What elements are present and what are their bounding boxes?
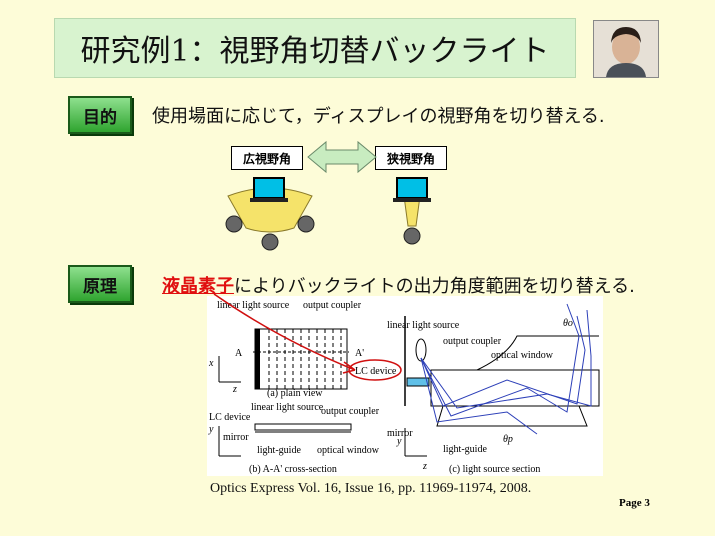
lc-element-highlight: 液晶素子: [162, 276, 234, 297]
person-photo-icon: [594, 21, 658, 77]
page-title: 研究例1：視野角切替バックライト: [54, 18, 576, 78]
principle-rest: によりバックライトの出力角度範囲を切り替える.: [234, 276, 635, 297]
label-theta-p: θp: [503, 434, 513, 445]
label-optical-window-b: optical window: [317, 445, 380, 456]
light-source-panel: [404, 303, 600, 457]
label-linear-light-source-c: linear light source: [387, 320, 460, 331]
label-light-guide-c: light-guide: [443, 444, 487, 455]
wide-view-scene: [225, 177, 315, 251]
author-photo: [593, 20, 659, 78]
label-lc-device-b: LC device: [209, 412, 251, 423]
narrow-view-label: 狭視野角: [375, 146, 447, 170]
label-z-axis-c: z: [422, 461, 427, 472]
label-x-axis: x: [208, 358, 214, 369]
label-output-coupler-c: output coupler: [443, 336, 502, 347]
principle-label: 原理: [68, 265, 132, 303]
wide-view-label: 広視野角: [231, 146, 303, 170]
label-light-guide-b: light-guide: [257, 445, 301, 456]
narrow-view-scene: [393, 177, 431, 245]
label-y-axis-c: y: [396, 436, 402, 447]
label-mirror-c: mirror: [387, 428, 413, 439]
figure-labels: linear light source output coupler A A' …: [208, 300, 573, 475]
label-plain-view: (a) plain view: [267, 388, 323, 399]
label-z-axis: z: [232, 384, 237, 395]
principle-text: 液晶素子によりバックライトの出力角度範囲を切り替える.: [162, 272, 635, 298]
label-linear-light-source-a: linear light source: [217, 300, 290, 311]
purpose-label: 目的: [68, 96, 132, 134]
label-linear-light-source-b: linear light source: [251, 402, 324, 413]
label-cross-section: (b) A-A' cross-section: [249, 464, 337, 475]
label-a-right: A': [355, 348, 364, 359]
backlight-figure: linear light source output coupler A A' …: [207, 296, 603, 476]
purpose-text: 使用場面に応じて，ディスプレイの視野角を切り替える.: [152, 106, 605, 127]
label-lc-device-c: LC device: [355, 366, 397, 377]
page-number: Page 3: [619, 497, 650, 509]
double-arrow-icon: [307, 140, 377, 174]
cross-section-panel: [218, 423, 352, 457]
viewing-angle-diagram: [225, 140, 431, 251]
label-light-source-section: (c) light source section: [449, 464, 540, 475]
label-output-coupler-a: output coupler: [303, 300, 362, 311]
label-theta-o: θo: [563, 318, 573, 329]
label-y-axis-b: y: [208, 424, 214, 435]
label-output-coupler-b: output coupler: [321, 406, 380, 417]
label-optical-window-c: optical window: [491, 350, 554, 361]
label-mirror-b: mirror: [223, 432, 249, 443]
citation: Optics Express Vol. 16, Issue 16, pp. 11…: [210, 481, 532, 496]
label-a-left: A: [235, 348, 243, 359]
